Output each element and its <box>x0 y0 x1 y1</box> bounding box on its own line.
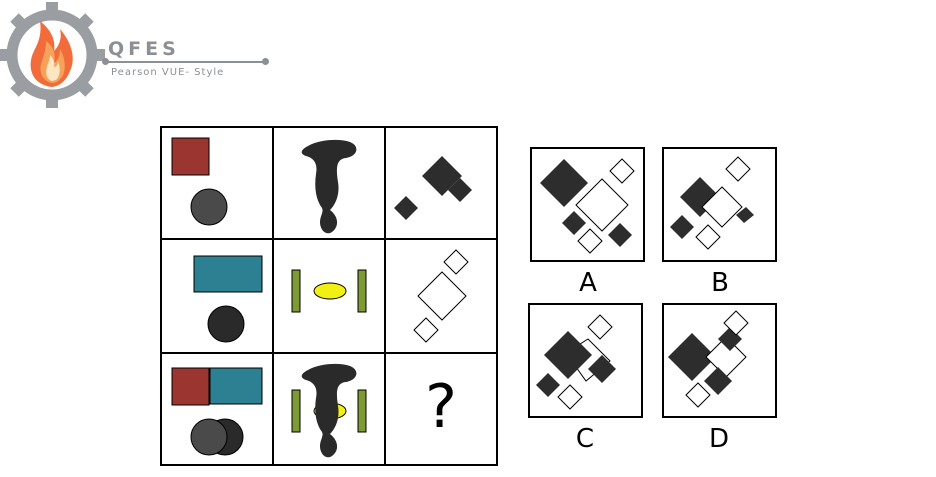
green-bar-left <box>291 389 301 433</box>
grid-cell-r1c2 <box>272 126 386 240</box>
small-white-diamond <box>685 382 711 408</box>
blob-figure <box>301 139 357 234</box>
qfes-logo: QFES Pearson VUE- Style <box>0 0 290 110</box>
green-bar-left <box>291 269 301 313</box>
option-d-label[interactable]: D <box>708 424 730 454</box>
small-white-diamond-top <box>443 249 469 275</box>
grid-cell-r3c1 <box>160 352 274 466</box>
big-white-diamond <box>575 178 629 232</box>
square-circle-figure <box>171 137 228 226</box>
red-square <box>171 137 210 176</box>
option-d[interactable] <box>662 303 777 418</box>
grid-cell-r2c1 <box>160 238 274 354</box>
teal-rectangle <box>193 255 263 293</box>
option-b-figure <box>670 156 754 250</box>
small-black-diamond <box>670 215 694 239</box>
small-white-diamond <box>609 158 635 184</box>
small-white-diamond <box>695 224 721 250</box>
teal-rectangle <box>209 367 263 405</box>
white-diamonds-figure <box>413 249 469 343</box>
combined-shapes-figure <box>171 367 263 456</box>
small-black-diamond <box>608 223 632 247</box>
option-a-label[interactable]: A <box>579 268 597 298</box>
question-mark: ? <box>425 372 457 442</box>
small-white-diamond <box>723 310 749 336</box>
gear-flame-icon <box>0 2 105 108</box>
small-black-diamond <box>588 355 616 383</box>
option-a[interactable] <box>530 147 645 262</box>
option-c[interactable] <box>528 303 643 418</box>
bars-ellipse-figure <box>291 269 367 313</box>
small-white-diamond-bottom <box>413 317 439 343</box>
small-black-diamond <box>536 373 560 397</box>
rect-circle-figure <box>193 255 263 343</box>
big-black-diamond <box>668 333 716 381</box>
small-white-diamond <box>587 314 613 340</box>
small-black-diamond <box>736 207 754 223</box>
grid-cell-r2c3 <box>384 238 498 354</box>
big-black-diamond <box>540 159 588 207</box>
green-bar-right <box>357 269 367 313</box>
red-square <box>171 367 210 406</box>
small-black-diamond-left <box>394 196 418 220</box>
big-black-diamond <box>544 331 592 379</box>
black-circle <box>207 305 245 343</box>
black-diamonds-figure <box>394 156 472 220</box>
yellow-ellipse <box>313 282 347 300</box>
grid-cell-r3c3-missing: ? <box>384 352 498 466</box>
option-b[interactable] <box>662 147 777 262</box>
grid-cell-r3c2 <box>272 352 386 466</box>
logo-dot-left <box>102 58 109 65</box>
grid-cell-r2c2 <box>272 238 386 354</box>
grid-cell-r1c1 <box>160 126 274 240</box>
option-d-figure <box>668 310 749 408</box>
small-black-diamond <box>562 211 586 235</box>
grid-cell-r1c3 <box>384 126 498 240</box>
black-blob <box>301 363 357 458</box>
green-bar-right <box>357 389 367 433</box>
option-c-label[interactable]: C <box>575 424 595 454</box>
combined-blob-bars-figure <box>291 363 367 458</box>
option-a-figure <box>540 158 635 254</box>
small-black-diamond-right <box>448 178 472 202</box>
small-white-diamond <box>725 156 751 182</box>
small-black-diamond <box>704 367 732 395</box>
option-b-label[interactable]: B <box>711 268 729 298</box>
gray-circle <box>190 188 228 226</box>
gray-circle <box>190 418 228 456</box>
big-white-diamond <box>701 186 743 228</box>
option-c-figure <box>536 314 616 410</box>
brand-subtitle: Pearson VUE- Style <box>111 67 225 78</box>
brand-name: QFES <box>108 38 180 60</box>
black-blob <box>301 139 357 234</box>
big-white-diamond <box>417 271 467 321</box>
logo-line <box>106 61 266 63</box>
small-white-diamond <box>557 384 583 410</box>
small-white-diamond <box>577 228 603 254</box>
logo-dot-right <box>262 58 269 65</box>
